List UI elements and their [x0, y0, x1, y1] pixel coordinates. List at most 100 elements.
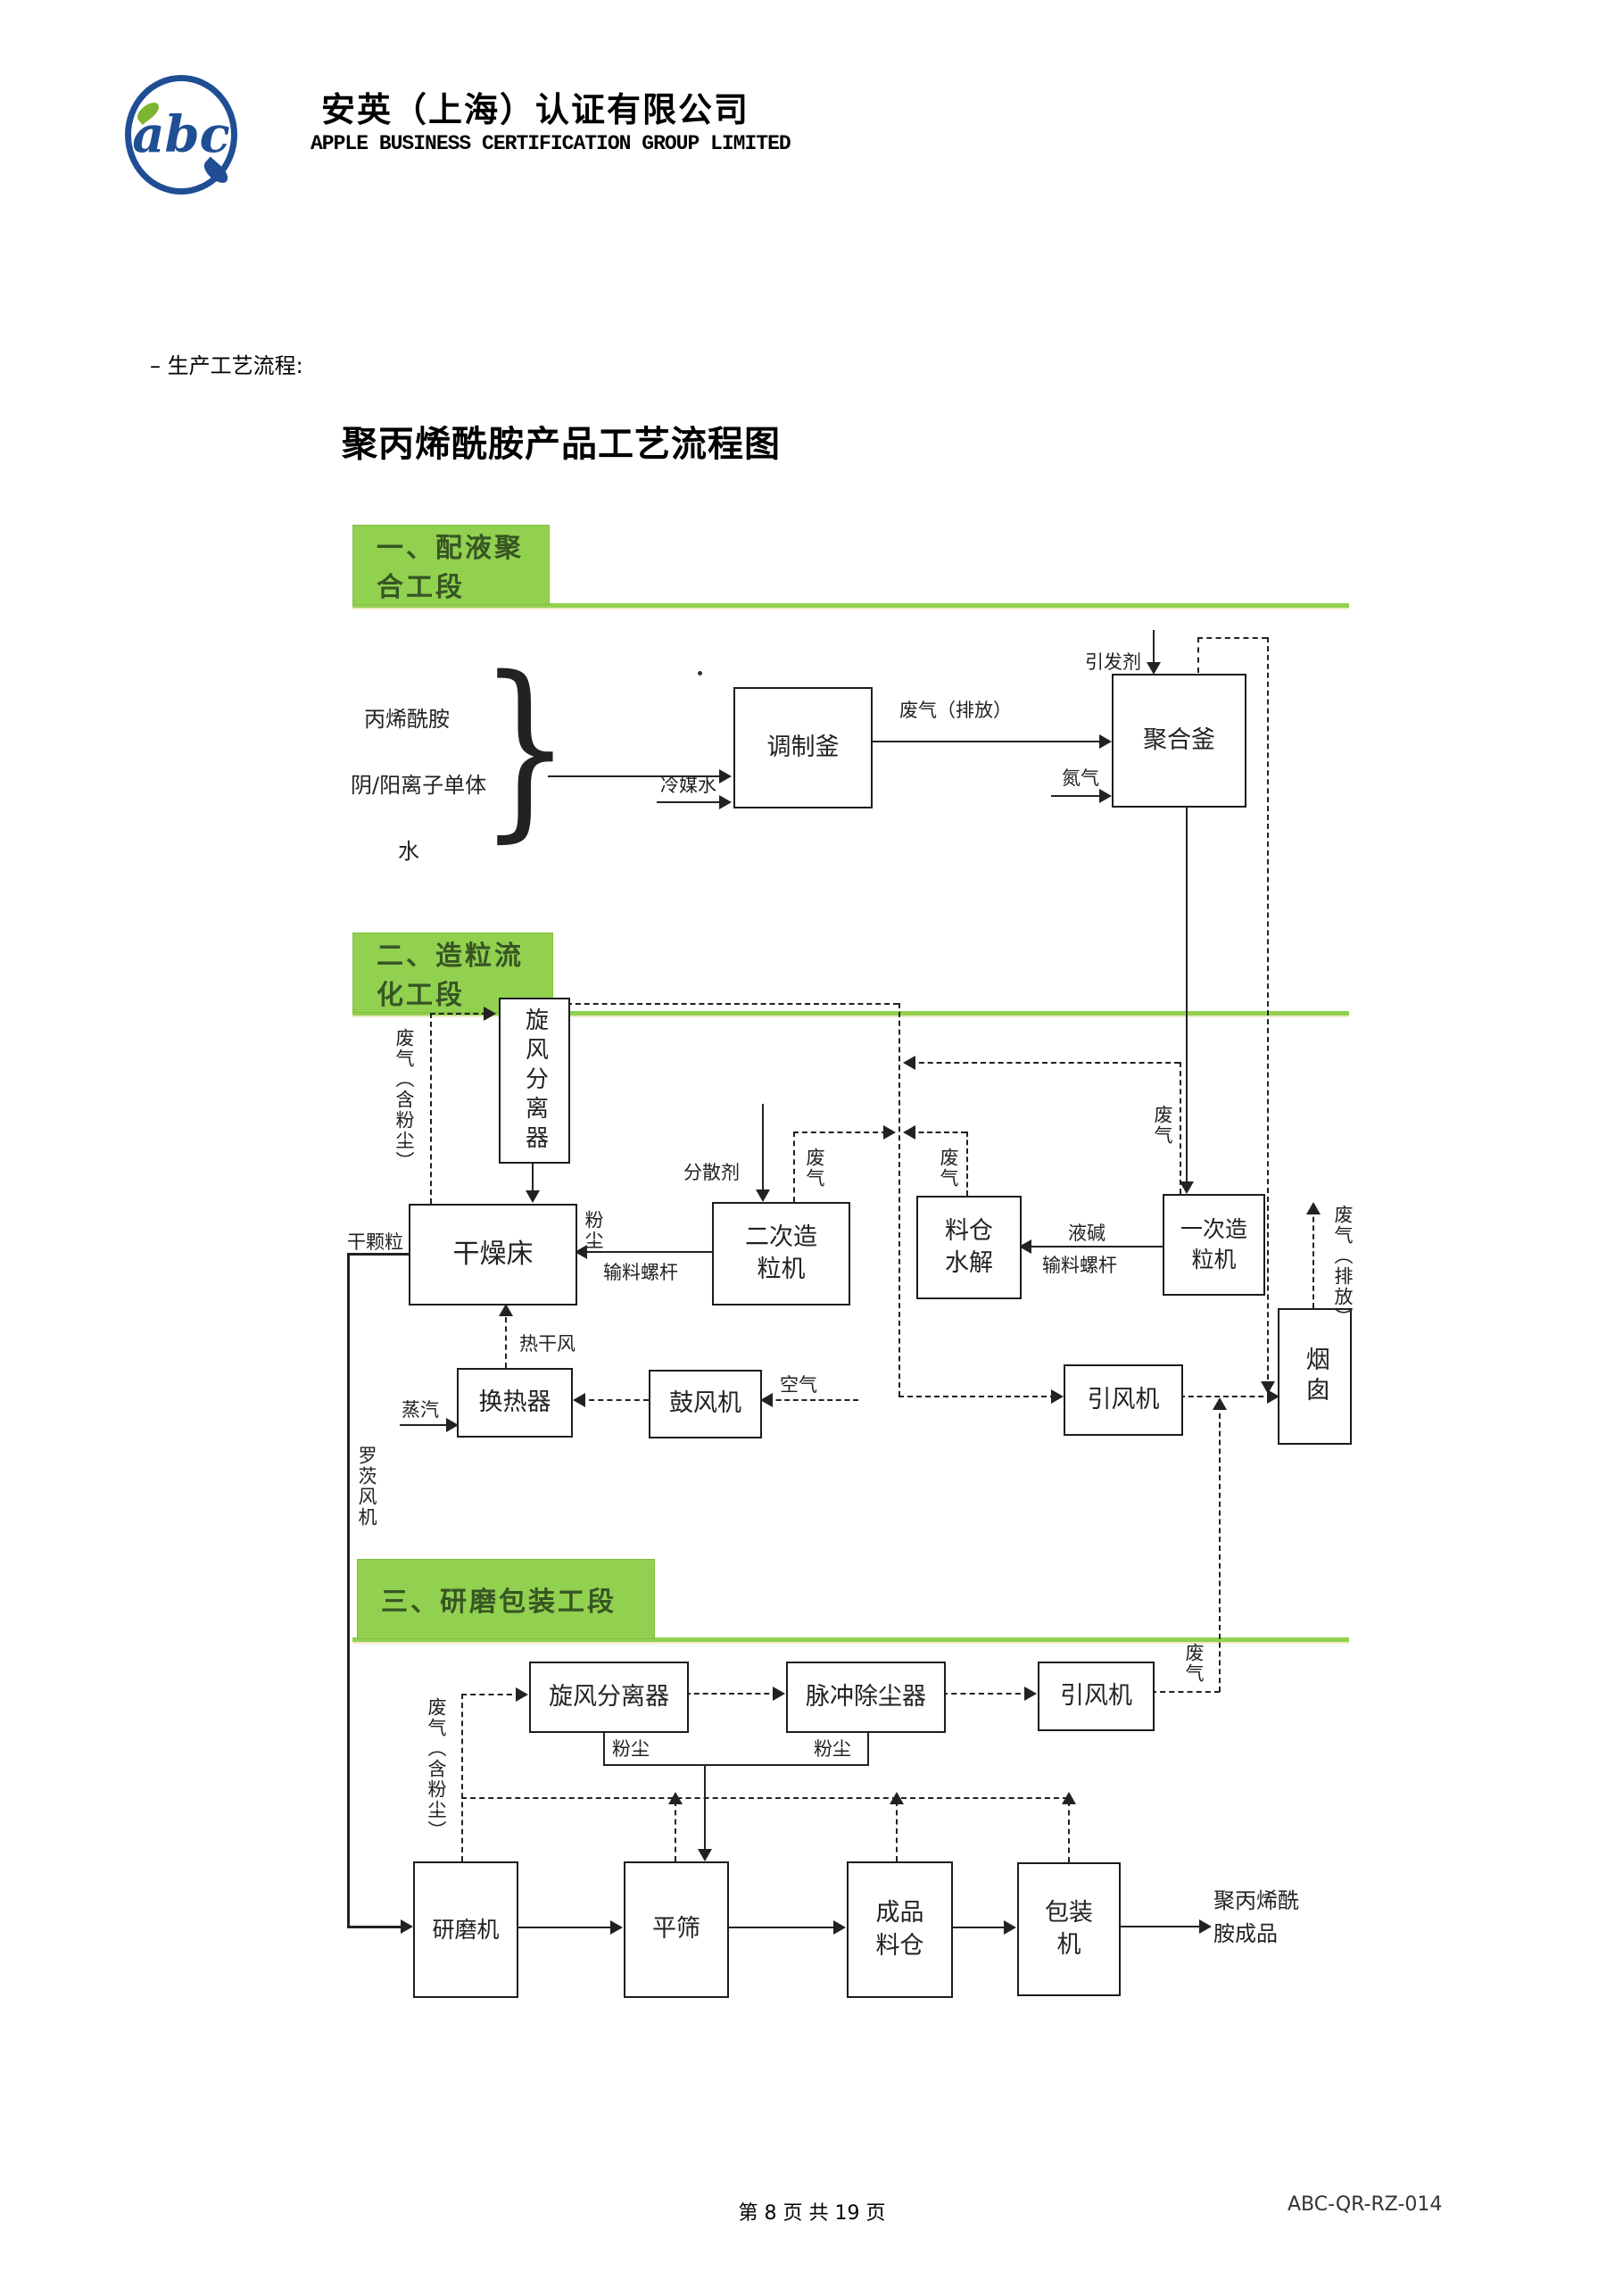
arrow-liaocang-feiqi — [903, 1125, 915, 1140]
line-baozhuang-output — [1117, 1926, 1203, 1927]
dash-chengpin-up — [896, 1801, 898, 1861]
dash-cleangas-top — [567, 1003, 898, 1005]
arrow-into-liaocang — [1019, 1239, 1031, 1254]
label-output-product: 聚丙烯酰 胺成品 — [1213, 1888, 1299, 1947]
label-feiqi-s3: 废气 — [1183, 1643, 1205, 1684]
arrow-into-yanmoji — [401, 1919, 413, 1934]
line-dust-left-drop — [603, 1729, 605, 1766]
dash-s3-riser — [1219, 1405, 1221, 1692]
dash-liaocang-feiqi-v — [966, 1131, 968, 1196]
label-fenchen-left: 粉尘 — [612, 1738, 650, 1760]
arrow-return-pingshai — [668, 1792, 683, 1804]
line-erci-to-ganzaochuang — [582, 1251, 712, 1253]
section1-divider — [352, 603, 1349, 609]
arrow-into-yinfengji2 — [1051, 1389, 1064, 1404]
arrow-into-yinfengji3 — [1024, 1687, 1037, 1701]
line-yici-to-liaocang — [1026, 1246, 1163, 1247]
arrow-erci-feiqi — [883, 1125, 896, 1140]
arrow-into-ganzaochuang — [575, 1245, 587, 1259]
box-pingshai: 平筛 — [624, 1861, 729, 1998]
section2-divider — [352, 1011, 1349, 1017]
label-yejian: 液碱 — [1068, 1223, 1105, 1244]
dash-yinfengji3-exit — [1151, 1691, 1220, 1693]
arrow-s3-riser-up — [1213, 1397, 1227, 1410]
box-yanmoji: 研磨机 — [413, 1861, 518, 1998]
footer-page-number: 第 8 页 共 19 页 — [738, 2202, 886, 2225]
dash-yancong-emission — [1312, 1208, 1314, 1308]
box-erci: 二次造 粒机 — [712, 1202, 850, 1305]
dash-s3-left-riser-h — [461, 1694, 521, 1695]
arrow-zhengqi — [446, 1418, 459, 1432]
dash-xuanfeng3-to-maichong — [685, 1693, 778, 1695]
line-lengmeishui — [657, 801, 725, 803]
arrow-kongqi — [760, 1393, 773, 1407]
company-name-cn: 安英（上海）认证有限公司 — [321, 90, 750, 129]
s1-input-ion-monomer: 阴/阳离子单体 — [351, 773, 487, 798]
box-yinfengji-s3: 引风机 — [1038, 1662, 1155, 1731]
dash-reganfeng — [505, 1308, 507, 1368]
dash-cleangas-to-yinfengji — [898, 1396, 1056, 1397]
company-name-en: APPLE BUSINESS CERTIFICATION GROUP LIMIT… — [311, 132, 791, 155]
logo-circle-icon — [125, 75, 237, 195]
section2-header-label: 二、造粒流化工段 — [377, 941, 524, 1011]
dash-liaocang-feiqi-h — [910, 1131, 966, 1133]
arrow-into-pingshai — [610, 1920, 623, 1935]
label-shuliao-right: 输料螺杆 — [1042, 1255, 1117, 1276]
line-inputs-to-tiaozhifu — [548, 775, 723, 777]
section3-divider — [352, 1637, 1349, 1644]
label-kongqi: 空气 — [780, 1374, 817, 1396]
arrow-into-xuanfeng2 — [484, 1007, 496, 1021]
diagram-title: 聚丙烯酰胺产品工艺流程图 — [342, 424, 781, 465]
arrow-into-maichong — [773, 1687, 785, 1701]
dash-s3-left-riser — [461, 1694, 463, 1861]
arrow-return-baozhuang — [1062, 1792, 1076, 1804]
line-fenchen-drop — [532, 1160, 534, 1194]
label-fenchen-s2: 粉尘 — [583, 1210, 604, 1251]
dash-cleangas-vertical — [898, 1003, 900, 1397]
arrow-return-chengpin — [890, 1792, 904, 1804]
arrow-dust-into-pingshai — [698, 1849, 712, 1861]
line-zhengqi — [400, 1424, 450, 1426]
line-danqi — [1051, 795, 1103, 797]
label-feiqi-hanfenchen-s3: 废气（含粉尘） — [426, 1697, 447, 1841]
line-gankeli-h — [347, 1253, 409, 1256]
line-yinfaji — [1153, 630, 1155, 666]
arrow-fensanji-down — [756, 1189, 770, 1202]
section1-header-label: 一、配液聚合工段 — [377, 533, 524, 603]
arrow-emission-up — [1306, 1202, 1321, 1214]
arrow-fenchen-down — [526, 1190, 540, 1203]
line-chengpin-to-baozhuang — [949, 1927, 1007, 1928]
label-feiqi-paifang-v: 废气（排放） — [1332, 1205, 1354, 1328]
label-feiqi-hanfenchen-s2: 废气（含粉尘） — [393, 1028, 415, 1172]
box-yancong: 烟囱 — [1278, 1308, 1352, 1445]
line-tiaozhifu-to-juhefu — [871, 741, 1105, 742]
box-maichong: 脉冲除尘器 — [786, 1662, 946, 1733]
dash-erci-feiqi-h — [793, 1131, 887, 1133]
arrow-into-juhefu — [1099, 734, 1112, 749]
line-dust-right-drop — [867, 1729, 869, 1766]
label-reganfeng: 热干风 — [519, 1333, 576, 1355]
s1-input-acrylamide: 丙烯酰胺 — [364, 707, 450, 732]
label-feiqi-erci: 废气 — [804, 1148, 825, 1189]
arrow-into-xuanfeng3 — [516, 1687, 528, 1702]
arrow-into-chengpin — [833, 1920, 846, 1935]
arrow-into-huanreqi — [573, 1393, 585, 1407]
section3-header: 三、研磨包装工段 — [357, 1559, 655, 1639]
box-chengpin: 成品 料仓 — [847, 1861, 953, 1998]
dash-yici-feiqi-h — [910, 1062, 1180, 1064]
label-zhengqi: 蒸汽 — [402, 1399, 439, 1421]
arrow-into-tiaozhifu — [719, 769, 732, 783]
label-gankeli: 干颗粒 — [347, 1231, 403, 1253]
box-yinfengji-s2: 引风机 — [1064, 1364, 1183, 1436]
arrow-yinfaji-down — [1147, 662, 1161, 675]
line-juhefu-to-yici — [1186, 804, 1188, 1184]
dash-yinfengji-to-yancong — [1180, 1396, 1272, 1397]
company-logo: abc — [125, 75, 237, 195]
line-dust-collector — [603, 1764, 869, 1766]
arrow-into-baozhuang — [1004, 1920, 1016, 1935]
label-danqi: 氮气 — [1062, 767, 1099, 789]
dash-juhefu-top-up — [1197, 637, 1199, 673]
dash-baozhuang-up — [1068, 1801, 1070, 1862]
arrow-into-yancong — [1267, 1389, 1279, 1404]
